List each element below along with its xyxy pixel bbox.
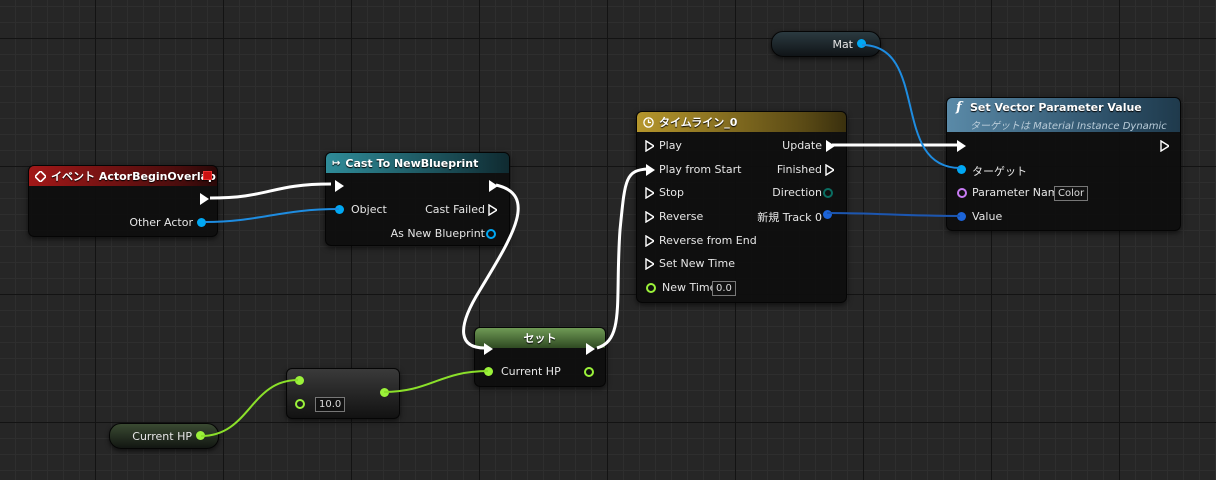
event-actor-begin-overlap-node[interactable]: イベント ActorBeginOverlap Other Actor [28,165,218,237]
play-from-start-pin[interactable] [646,164,655,176]
target-label: ターゲット [972,165,1027,178]
parameter-name-pin[interactable] [957,188,967,198]
add-input-a-pin[interactable] [295,376,304,385]
add-input-b-pin[interactable] [295,399,305,409]
set-new-time-label: Set New Time [659,257,735,270]
as-new-blueprint-label: As New Blueprint [390,227,485,240]
function-node-title: Set Vector Parameter Value [970,101,1142,114]
diamond-event-icon [35,170,46,182]
cast-exec-out-pin[interactable] [489,180,498,192]
stop-pin[interactable] [645,187,654,199]
set-current-hp-label: Current HP [501,365,561,378]
finished-pin[interactable] [825,164,834,176]
cast-exec-in-pin[interactable] [335,180,344,192]
timeline-node-header: タイムライン_0 [637,112,846,132]
mat-pin[interactable] [857,39,866,48]
event-node-header: イベント ActorBeginOverlap [29,166,217,186]
new-track-pin[interactable] [823,210,832,219]
event-node-title: イベント ActorBeginOverlap [51,170,216,183]
reverse-from-end-pin[interactable] [645,235,654,247]
cast-node-title: Cast To NewBlueprint [345,156,479,170]
function-icon: f [956,100,962,115]
as-new-blueprint-pin[interactable] [486,229,496,239]
function-exec-in-pin[interactable] [957,140,966,152]
new-time-pin[interactable] [646,283,656,293]
set-current-hp-out-pin[interactable] [584,367,594,377]
current-hp-variable-node[interactable]: Current HP [109,423,219,449]
timeline-node-title: タイムライン_0 [659,116,738,129]
mat-label: Mat [832,38,853,51]
reverse-from-end-label: Reverse from End [659,234,757,247]
cast-node-header: ↦ Cast To NewBlueprint [326,153,509,173]
other-actor-pin[interactable] [197,218,206,227]
play-label: Play [659,139,682,152]
cast-failed-label: Cast Failed [425,203,485,216]
reverse-label: Reverse [659,210,704,223]
reverse-pin[interactable] [645,211,654,223]
current-hp-var-label: Current HP [132,430,192,443]
function-node-header: f Set Vector Parameter Value ターゲットは Mate… [947,98,1180,132]
cast-object-pin[interactable] [335,205,344,214]
direction-pin[interactable] [823,188,833,198]
timeline-node[interactable]: タイムライン_0 Play Play from Start Stop Rever… [636,111,847,303]
finished-label: Finished [776,163,822,176]
play-pin[interactable] [645,140,654,152]
value-pin[interactable] [957,212,966,221]
new-track-label: 新規 Track 0 [757,211,822,224]
exec-wire-event-to-cast [209,182,332,200]
event-exec-out-pin[interactable] [200,193,209,205]
new-time-input[interactable]: 0.0 [712,281,736,296]
target-pin[interactable] [957,165,966,174]
new-time-label: New Time [662,281,717,294]
set-current-hp-node[interactable]: セット Current HP [474,327,606,387]
add-output-pin[interactable] [380,388,389,397]
direction-label: Direction [772,186,822,199]
add-value-input[interactable]: 10.0 [315,397,346,412]
function-exec-out-pin[interactable] [1160,140,1169,152]
play-from-start-label: Play from Start [659,163,742,176]
delegate-pin-icon[interactable] [203,171,212,180]
parameter-name-input[interactable]: Color [1054,186,1089,201]
cast-failed-pin[interactable] [488,204,497,216]
set-new-time-pin[interactable] [645,258,654,270]
update-pin[interactable] [826,140,835,152]
current-hp-var-pin[interactable] [196,431,205,440]
object-wire-other-actor-to-object [204,208,340,223]
mat-variable-node[interactable]: Mat [771,31,881,57]
set-vector-parameter-value-node[interactable]: f Set Vector Parameter Value ターゲットは Mate… [946,97,1181,231]
add-float-node[interactable]: 10.0 [286,368,400,419]
set-current-hp-in-pin[interactable] [484,367,493,376]
stop-label: Stop [659,186,685,199]
update-label: Update [782,139,822,152]
set-node-title: セット [523,332,557,345]
parameter-name-label: Parameter Name [972,186,1066,199]
function-node-subtitle: ターゲットは Material Instance Dynamic [970,121,1167,132]
value-label: Value [972,210,1003,223]
cast-arrows-icon: ↦ [332,157,341,169]
set-exec-in-pin[interactable] [484,343,493,355]
cast-to-newblueprint-node[interactable]: ↦ Cast To NewBlueprint Object Cast Faile… [325,152,510,246]
set-exec-out-pin[interactable] [586,343,595,355]
other-actor-label: Other Actor [129,216,193,229]
clock-icon [643,116,654,128]
cast-object-label: Object [351,203,387,216]
